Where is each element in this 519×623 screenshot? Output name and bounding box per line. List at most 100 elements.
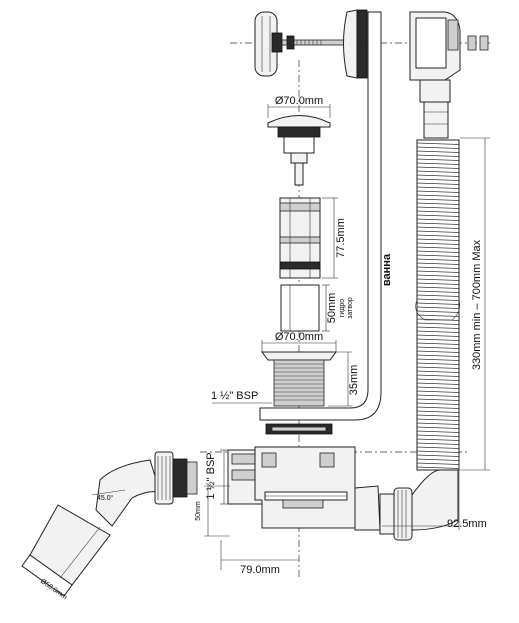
- drain-flange: [261, 351, 337, 407]
- hose-rib: [416, 190, 460, 193]
- hose-rib: [416, 186, 460, 189]
- flexible-hose: [415, 139, 460, 471]
- angle-leader: [91, 489, 126, 496]
- trap-body: [227, 446, 381, 531]
- hose-rib: [416, 290, 460, 293]
- overflow-screw: [271, 32, 348, 53]
- strainer-body: [279, 197, 321, 279]
- flange-height-label: 35mm: [348, 365, 360, 396]
- hose-rib: [416, 230, 460, 233]
- hose-rib: [416, 322, 460, 325]
- hose-rib: [416, 458, 460, 461]
- hose-rib: [416, 254, 460, 257]
- hose-rib: [416, 262, 460, 265]
- overflow-nut: [467, 35, 489, 51]
- hose-rib: [416, 450, 460, 453]
- hose-rib: [416, 206, 460, 209]
- hose-rib: [416, 306, 460, 309]
- water-seal-word-2: затвор: [347, 297, 354, 319]
- hose-rib: [416, 146, 460, 149]
- water-seal-tube: [280, 284, 320, 332]
- trap-offset-label: 79.0mm: [240, 564, 280, 576]
- hose-rib: [416, 298, 460, 301]
- hose-rib: [416, 158, 460, 161]
- hose-rib: [416, 410, 460, 413]
- hose-rib: [416, 394, 460, 397]
- hose-rib: [416, 406, 460, 409]
- hose-rib: [416, 374, 460, 377]
- hose-rib: [416, 378, 460, 381]
- hose-rib: [416, 454, 460, 457]
- hose-connector: [379, 469, 459, 541]
- bath-label: ванна: [381, 253, 393, 286]
- hose-rib: [416, 286, 460, 289]
- hose-rib: [416, 166, 460, 169]
- flange-diameter-label: Ø70.0mm: [275, 331, 323, 343]
- hose-rib: [416, 358, 460, 361]
- hose-rib: [416, 198, 460, 201]
- angle-label: 45.0°: [97, 494, 114, 502]
- outlet-elbow: [95, 451, 198, 527]
- trap-height-label: 50mm: [195, 501, 202, 521]
- hose-rib: [416, 442, 460, 445]
- strainer-height-label: 77.5mm: [335, 218, 347, 258]
- hose-rib: [416, 246, 460, 249]
- hose-rib: [416, 294, 460, 297]
- hose-length-label: 330mm min – 700mm Max: [471, 239, 483, 370]
- hose-rib: [416, 434, 460, 437]
- hose-rib: [416, 150, 460, 153]
- hose-rib: [416, 182, 460, 185]
- hose-rib: [416, 354, 460, 357]
- hose-rib: [416, 398, 460, 401]
- hose-rib: [416, 194, 460, 197]
- hose-rib: [416, 362, 460, 365]
- hose-rib: [416, 326, 460, 329]
- cap-diameter-label: Ø70.0mm: [275, 95, 323, 107]
- hose-rib: [416, 334, 460, 337]
- hose-rib: [416, 346, 460, 349]
- hose-rib: [416, 310, 460, 313]
- bath-wall: [259, 11, 382, 421]
- hose-rib: [416, 314, 460, 317]
- hose-rib: [416, 142, 460, 145]
- hose-rib: [416, 210, 460, 213]
- hose-rib: [416, 386, 460, 389]
- hose-rib: [416, 274, 460, 277]
- hose-rib: [416, 422, 460, 425]
- overflow-outer-plate: [343, 9, 368, 79]
- lock-nut: [265, 423, 333, 435]
- hose-rib: [416, 266, 460, 269]
- overflow-offset-label: 92.5mm: [447, 518, 487, 530]
- overflow-housing: [409, 11, 461, 139]
- hose-rib: [416, 426, 460, 429]
- hose-rib: [416, 202, 460, 205]
- hose-rib: [416, 234, 460, 237]
- hose-rib: [416, 370, 460, 373]
- hose-rib: [416, 390, 460, 393]
- hose-rib: [416, 382, 460, 385]
- hose-rib: [416, 438, 460, 441]
- hose-rib: [416, 466, 460, 469]
- bsp-side-label: 1 ½" BSP: [205, 452, 217, 499]
- hose-rib: [416, 154, 460, 157]
- hose-rib: [416, 402, 460, 405]
- hose-rib: [416, 242, 460, 245]
- hose-rib: [416, 258, 460, 261]
- hose-rib: [416, 270, 460, 273]
- hose-rib: [416, 350, 460, 353]
- hose-rib: [416, 214, 460, 217]
- hose-rib: [416, 418, 460, 421]
- hose-rib: [416, 278, 460, 281]
- hose-rib: [416, 342, 460, 345]
- hose-rib: [416, 162, 460, 165]
- hose-rib: [416, 430, 460, 433]
- hose-rib: [416, 446, 460, 449]
- hose-rib: [416, 462, 460, 465]
- hose-rib: [416, 174, 460, 177]
- plug-cap: [267, 115, 331, 186]
- hose-rib: [416, 222, 460, 225]
- bsp-top-label: 1 ½" BSP: [211, 390, 258, 402]
- water-seal-word-1: гидро: [339, 299, 346, 317]
